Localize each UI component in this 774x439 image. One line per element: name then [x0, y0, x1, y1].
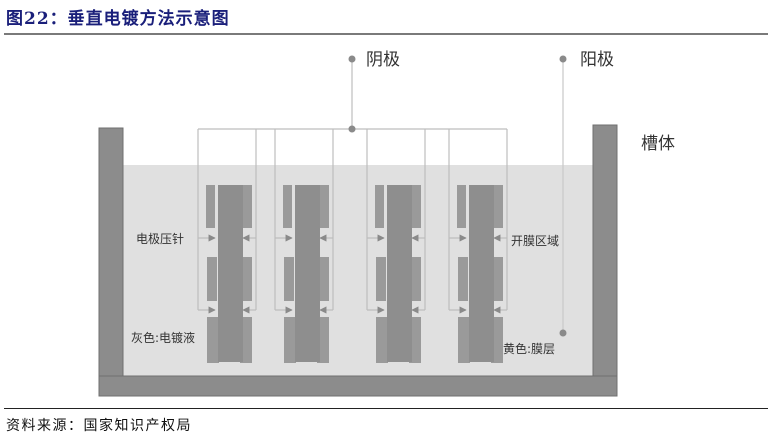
title-divider	[4, 33, 768, 35]
figure-title: 图22：垂直电镀方法示意图	[6, 9, 230, 29]
tank-right-wall	[592, 124, 618, 379]
label-film-opening-area: 开膜区域	[511, 234, 559, 248]
label-yellow-film: 黄色:膜层	[503, 342, 555, 356]
anode-dot-bottom	[559, 329, 567, 337]
cathode-lead-dot-top	[348, 55, 356, 63]
cathode-junction-dot	[348, 125, 356, 133]
label-cathode: 阴极	[366, 50, 400, 70]
label-tank: 槽体	[641, 134, 675, 154]
footer-divider	[4, 408, 768, 409]
label-gray-electrolyte: 灰色:电镀液	[131, 330, 195, 345]
label-anode: 阳极	[580, 50, 614, 70]
anode-dot-top	[559, 55, 567, 63]
electrolyte	[123, 165, 593, 376]
label-electrode-pin: 电极压针	[136, 231, 184, 246]
source-note: 资料来源：国家知识产权局	[6, 418, 192, 434]
tank-left-wall	[98, 127, 124, 379]
cathode-wiring	[198, 59, 507, 130]
tank-bottom	[98, 375, 618, 397]
